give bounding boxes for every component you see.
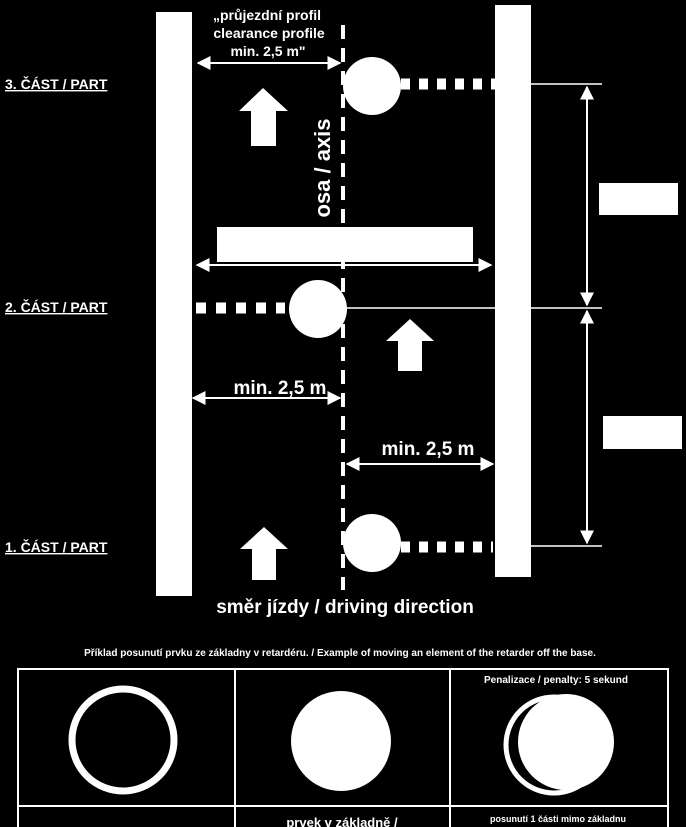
part1-label: 1. ČÁST / PART (5, 538, 108, 555)
clearance-profile-line3: min. 2,5 m" (230, 43, 305, 59)
right-wall (495, 5, 531, 577)
example-caption: Příklad posunutí prvku ze základny v ret… (84, 648, 596, 659)
lower-dimension-box (603, 416, 682, 449)
part1-element (343, 514, 401, 572)
left-min-distance-label: min. 2,5 m (234, 378, 327, 399)
direction-arrow-middle (386, 319, 434, 371)
axis-label: osa / axis (310, 118, 335, 217)
middle-bar (217, 227, 473, 262)
clearance-profile-line2: clearance profile (213, 25, 324, 41)
empty-base-ring (68, 685, 178, 795)
part2-label: 2. ČÁST / PART (5, 298, 108, 315)
table-bottom-right-label: posunutí 1 části mimo základnu (490, 814, 626, 824)
clearance-profile-line1: „průjezdní profil (213, 7, 321, 23)
example-table (17, 668, 669, 827)
direction-arrow-bottom (240, 527, 288, 580)
upper-dimension-box (599, 183, 678, 215)
direction-arrow-top (239, 88, 288, 146)
part3-element (343, 57, 401, 115)
penalty-label: Penalizace / penalty: 5 sekund (484, 675, 628, 686)
right-min-distance-label: min. 2,5 m (382, 439, 475, 460)
shifted-element (518, 694, 614, 790)
table-bottom-middle-label: prvek v základně / (286, 815, 398, 827)
part3-label: 3. ČÁST / PART (5, 75, 108, 92)
element-in-base (291, 691, 391, 791)
driving-direction-label: směr jízdy / driving direction (216, 597, 474, 618)
part2-element (289, 280, 347, 338)
left-wall (156, 12, 192, 596)
